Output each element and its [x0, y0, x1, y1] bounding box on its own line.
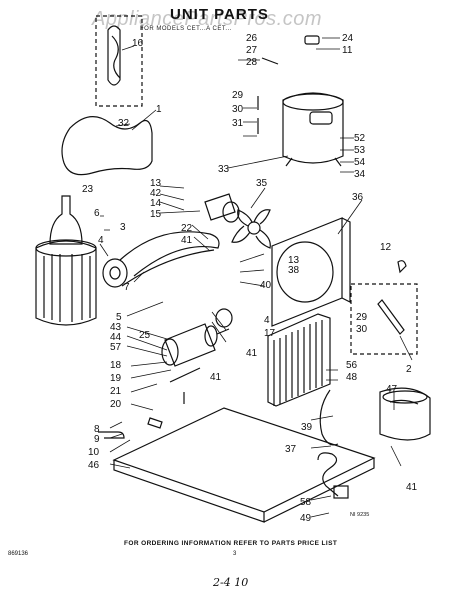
callout-16: 16	[132, 38, 144, 49]
callout-27: 27	[246, 45, 258, 56]
callout-13-top: 13	[150, 178, 162, 189]
callout-26: 26	[246, 33, 258, 44]
callout-6: 6	[94, 208, 100, 219]
callout-32: 32	[118, 118, 130, 129]
callout-35: 35	[256, 178, 268, 189]
diagram-code: 869136	[8, 551, 29, 557]
callout-1: 1	[156, 104, 162, 115]
callout-36: 36	[352, 192, 364, 203]
callout-41-a: 41	[181, 235, 193, 246]
callout-13-mid: 13	[288, 255, 300, 266]
refrigerant-tubing	[317, 452, 339, 497]
callout-12: 12	[380, 242, 392, 253]
callout-22: 22	[181, 223, 193, 234]
callout-44: 44	[110, 332, 122, 343]
callout-17: 17	[264, 328, 276, 339]
callout-28: 28	[246, 57, 258, 68]
callout-29: 29	[232, 90, 244, 101]
evaporator-coil	[379, 387, 431, 441]
callout-5: 5	[116, 312, 122, 323]
callout-46: 46	[88, 460, 100, 471]
callout-24: 24	[342, 33, 354, 44]
callout-3: 3	[120, 222, 126, 233]
fan-blade	[231, 209, 271, 249]
callout-58: 58	[300, 497, 312, 508]
callout-42: 42	[150, 188, 162, 199]
callout-11: 11	[342, 45, 353, 56]
callout-39: 39	[301, 422, 313, 433]
callout-4-b: 4	[264, 315, 270, 326]
compressor	[282, 92, 344, 167]
callout-48: 48	[346, 372, 358, 383]
callout-14: 14	[150, 198, 162, 209]
callout-38: 38	[288, 265, 300, 276]
callout-56: 56	[346, 360, 358, 371]
callout-15: 15	[150, 209, 162, 220]
callout-19: 19	[110, 373, 122, 384]
callout-8: 8	[94, 424, 100, 435]
page-title: UNIT PARTS	[170, 6, 269, 23]
callout-57: 57	[110, 342, 122, 353]
belt-pulley	[102, 231, 220, 288]
callout-31: 31	[232, 118, 244, 129]
callout-7: 7	[124, 282, 130, 293]
callout-9: 9	[94, 434, 100, 445]
blower-wheel	[35, 195, 97, 326]
callout-54: 54	[354, 157, 366, 168]
callout-30: 30	[232, 104, 244, 115]
callout-29-inset: 29	[356, 312, 368, 323]
callout-41-b: 41	[246, 348, 258, 359]
callout-21: 21	[110, 386, 122, 397]
capillary-tube	[61, 116, 153, 176]
figure-number: NI 9235	[350, 512, 370, 518]
callout-23: 23	[82, 184, 94, 195]
callout-30-inset: 30	[356, 324, 368, 335]
callout-18: 18	[110, 360, 122, 371]
callout-53: 53	[354, 145, 366, 156]
condenser-coil	[267, 313, 331, 407]
callout-40: 40	[260, 280, 272, 291]
fan-motor	[161, 308, 233, 367]
inset-box-thermostat	[95, 15, 143, 107]
callout-37: 37	[285, 444, 297, 455]
callout-20: 20	[110, 399, 122, 410]
ordering-note: FOR ORDERING INFORMATION REFER TO PARTS …	[124, 540, 338, 547]
handwritten-note: 2-4 10	[213, 576, 249, 589]
callout-10: 10	[88, 447, 100, 458]
callout-34: 34	[354, 169, 366, 180]
model-header: FOR MODELS CET...A CET...	[140, 26, 232, 32]
watermark: AppliancePartsPros.com	[92, 8, 322, 30]
callout-41-c: 41	[210, 372, 222, 383]
callout-4-a: 4	[98, 235, 104, 246]
callout-52: 52	[354, 133, 366, 144]
page-number: 3	[233, 551, 237, 557]
inset-box-capacitor	[350, 283, 418, 355]
callout-49: 49	[300, 513, 312, 524]
callout-47: 47	[386, 384, 398, 395]
callout-33: 33	[218, 164, 230, 175]
condenser-shroud	[271, 217, 351, 327]
callout-43: 43	[110, 322, 122, 333]
callout-41-d: 41	[406, 482, 418, 493]
callout-2: 2	[406, 364, 412, 375]
callout-25: 25	[139, 330, 151, 341]
